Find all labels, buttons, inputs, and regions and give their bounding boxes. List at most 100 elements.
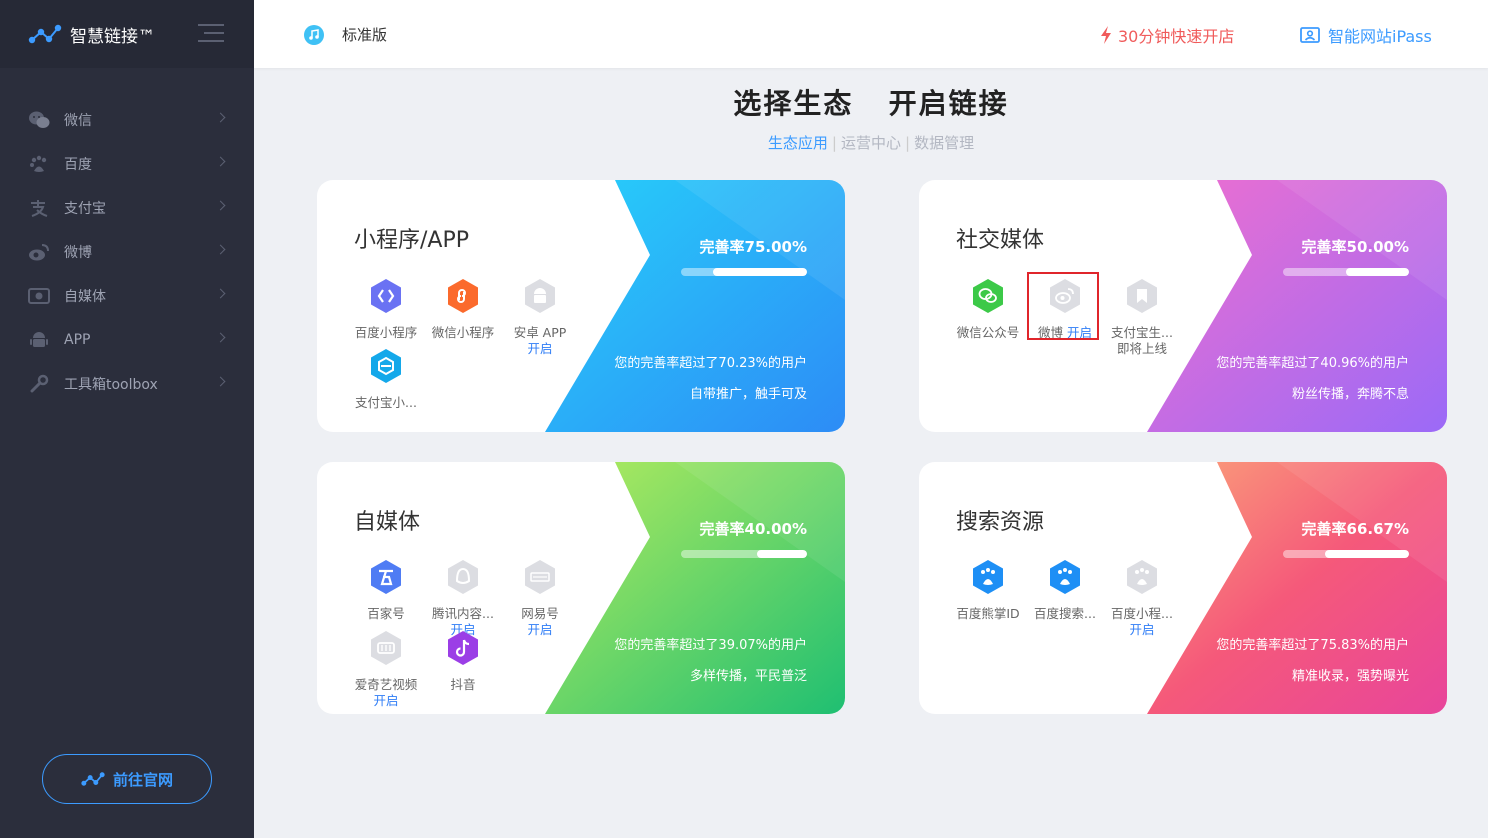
sidebar-item-baidu[interactable]: 百度 — [0, 142, 254, 186]
bookmark-icon — [1127, 279, 1157, 313]
sidebar-item-self-media[interactable]: 自媒体 — [0, 274, 254, 318]
tab-separator: | — [831, 134, 837, 152]
app-baidu-mini-program-search[interactable]: 百度小程... 开启 — [1103, 559, 1181, 638]
card-slogan: 自带推广，触手可及 — [689, 387, 807, 402]
app-name: 百家号 — [367, 606, 405, 621]
tab-operations-center[interactable]: 运营中心 — [840, 134, 901, 152]
sidebar-header: 智慧链接™ — [0, 0, 254, 68]
tab-eco-apps[interactable]: 生态应用 — [767, 134, 828, 152]
sidebar-item-weibo[interactable]: 微博 — [0, 230, 254, 274]
card-mini-program-app: 小程序/APP 完善率75.00% 您的完善率超过了70.23%的用户 自带推广… — [317, 180, 845, 432]
top-bar: 标准版 30分钟快速开店 智能网站iPass — [254, 0, 1488, 68]
sidebar-item-wechat[interactable]: 微信 — [0, 98, 254, 142]
iqiyi-icon — [371, 631, 401, 665]
weibo-highlight-box — [1027, 272, 1099, 340]
paw-icon — [1050, 560, 1080, 594]
progress-fill — [712, 268, 807, 276]
open-link[interactable]: 开启 — [1066, 325, 1092, 340]
sidebar-item-label: 工具箱toolbox — [64, 377, 158, 393]
app-iqiyi[interactable]: 爱奇艺视频 开启 — [347, 630, 425, 709]
open-link[interactable]: 开启 — [450, 622, 476, 637]
card-gradient-banner — [1147, 180, 1447, 432]
open-link[interactable]: 开启 — [1129, 622, 1155, 637]
completion-progress-bar — [1283, 550, 1409, 558]
card-slogan: 多样传播，平民普泛 — [689, 669, 807, 684]
progress-fill — [1346, 268, 1409, 276]
app-douyin[interactable]: 抖音 — [424, 630, 502, 693]
completion-progress-bar — [681, 268, 807, 276]
app-name: 百度熊掌ID — [956, 606, 1020, 621]
photo-icon — [28, 285, 50, 307]
weibo-icon — [1050, 279, 1080, 313]
sidebar-item-label: APP — [64, 332, 91, 348]
app-name: 支付宝生... — [1111, 325, 1173, 340]
quick-open-label: 30分钟快速开店 — [1118, 27, 1235, 46]
app-baidu-mini-program[interactable]: 百度小程序 — [347, 278, 425, 341]
ipass-link[interactable]: 智能网站iPass — [1300, 23, 1432, 47]
app-name: 支付宝小... — [355, 395, 417, 410]
card-title: 自媒体 — [354, 510, 421, 535]
paw-icon — [1127, 560, 1157, 594]
app-baidu-bear-paw-id[interactable]: 百度熊掌ID — [949, 559, 1027, 622]
chevron-right-icon — [215, 332, 226, 343]
card-gradient-banner — [545, 462, 845, 714]
tab-data-management[interactable]: 数据管理 — [914, 134, 975, 152]
sidebar-item-label: 支付宝 — [64, 201, 106, 217]
sidebar: 智慧链接™ 微信 百度 支付宝 微博 — [0, 0, 254, 838]
app-wechat-official-account[interactable]: 微信公众号 — [949, 278, 1027, 341]
card-title: 社交媒体 — [956, 228, 1045, 253]
app-alipay-life[interactable]: 支付宝生... 即将上线 — [1103, 278, 1181, 357]
chevron-right-icon — [215, 156, 226, 167]
official-site-button[interactable]: 前往官网 — [42, 754, 212, 804]
app-name: 微信公众号 — [956, 325, 1020, 340]
sidebar-item-toolbox[interactable]: 工具箱toolbox — [0, 362, 254, 406]
android-icon — [525, 279, 555, 313]
app-alipay-mini-program[interactable]: 支付宝小... — [347, 348, 425, 411]
paw-icon — [28, 153, 50, 175]
profile-card-icon — [1300, 27, 1320, 43]
card-slogan: 精准收录，强势曝光 — [1291, 669, 1409, 684]
app-baidu-search[interactable]: 百度搜索... — [1026, 559, 1104, 622]
menu-toggle-icon[interactable] — [198, 24, 224, 44]
app-name: 百度小程... — [1111, 606, 1173, 621]
logo-icon — [81, 772, 105, 786]
open-link[interactable]: 开启 — [527, 341, 553, 356]
wechat-icon — [973, 279, 1003, 313]
card-self-media: 自媒体 完善率40.00% 您的完善率超过了39.07%的用户 多样传播，平民普… — [317, 462, 845, 714]
music-note-icon — [304, 25, 324, 45]
app-weibo[interactable]: 微博 开启 — [1026, 278, 1104, 341]
alipay-mini-program-icon — [371, 349, 401, 383]
open-link[interactable]: 开启 — [373, 693, 399, 708]
app-netease[interactable]: 网易号 开启 — [501, 559, 579, 638]
sidebar-item-app[interactable]: APP — [0, 318, 254, 362]
quick-open-link[interactable]: 30分钟快速开店 — [1100, 23, 1234, 47]
app-name: 安卓 APP — [513, 325, 567, 340]
alipay-icon — [28, 197, 50, 219]
app-wechat-mini-program[interactable]: 微信小程序 — [424, 278, 502, 341]
open-link[interactable]: 开启 — [527, 622, 553, 637]
app-tencent-content[interactable]: 腾讯内容... 开启 — [424, 559, 502, 638]
lightning-icon — [1101, 26, 1111, 44]
chevron-right-icon — [215, 112, 226, 123]
sidebar-item-alipay[interactable]: 支付宝 — [0, 186, 254, 230]
tab-separator: | — [905, 134, 911, 152]
completion-rate: 完善率66.67% — [1301, 520, 1409, 538]
completion-rate: 完善率40.00% — [699, 520, 807, 538]
coming-soon-label: 即将上线 — [1116, 341, 1167, 356]
chevron-right-icon — [215, 376, 226, 387]
tab-bar: 生态应用|运营中心|数据管理 — [254, 132, 1488, 153]
app-android[interactable]: 安卓 APP 开启 — [501, 278, 579, 357]
paw-icon — [973, 560, 1003, 594]
app-name-text: 微博 — [1037, 325, 1063, 340]
completion-progress-bar — [1283, 268, 1409, 276]
app-baijiahao[interactable]: 百家号 — [347, 559, 425, 622]
app-name: 百度搜索... — [1034, 606, 1096, 621]
app-name: 抖音 — [450, 677, 476, 692]
sidebar-nav: 微信 百度 支付宝 微博 自媒体 — [0, 98, 254, 406]
page-title: 选择生态 开启链接 — [733, 87, 1009, 120]
completion-stat: 您的完善率超过了40.96%的用户 — [1216, 356, 1409, 371]
completion-rate: 完善率50.00% — [1301, 238, 1409, 256]
app-name: 百度小程序 — [354, 325, 418, 340]
completion-rate: 完善率75.00% — [699, 238, 807, 256]
card-social-media: 社交媒体 完善率50.00% 您的完善率超过了40.96%的用户 粉丝传播，奔腾… — [919, 180, 1447, 432]
